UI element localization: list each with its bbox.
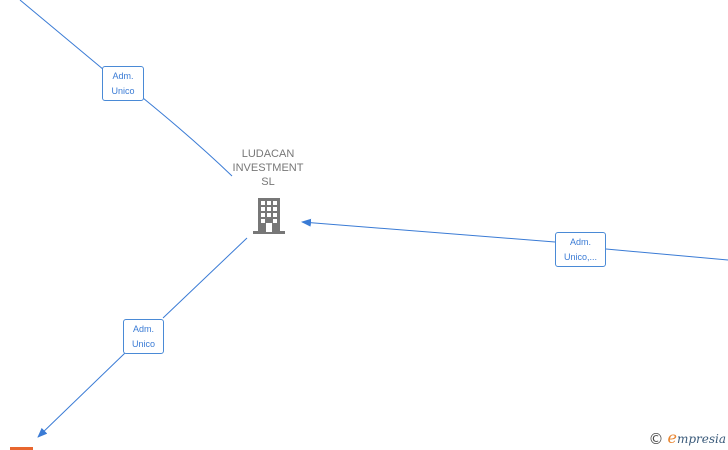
copyright-icon: © xyxy=(648,430,664,448)
role-box-right[interactable]: Adm. Unico,... xyxy=(555,232,606,267)
company-name-line2: INVESTMENT xyxy=(232,162,304,174)
edge-bottom-left xyxy=(38,237,248,437)
role-box-bottom-left[interactable]: Adm. Unico xyxy=(123,319,164,354)
brand-initial: e xyxy=(667,428,677,447)
role-label-line2: Unico,... xyxy=(563,252,597,262)
brand-name: mpresia xyxy=(676,432,726,446)
role-label-line1: Adm. xyxy=(569,237,591,247)
role-box-top-left[interactable]: Adm. Unico xyxy=(102,66,144,101)
role-label-line2: Unico xyxy=(131,339,155,349)
company-name-line3: SL xyxy=(261,176,275,188)
role-label-line1: Adm. xyxy=(132,324,154,334)
edge-right xyxy=(302,222,728,261)
edge-top-left xyxy=(19,0,233,177)
company-node-label[interactable]: LUDACAN INVESTMENT SL xyxy=(223,147,313,189)
empresia-watermark: ©empresia xyxy=(648,428,726,448)
role-label-line2: Unico xyxy=(111,86,135,96)
building-icon[interactable] xyxy=(252,196,286,234)
company-name-line1: LUDACAN xyxy=(241,148,295,160)
person-node-marker[interactable] xyxy=(10,447,33,450)
role-label-line1: Adm. xyxy=(112,71,134,81)
